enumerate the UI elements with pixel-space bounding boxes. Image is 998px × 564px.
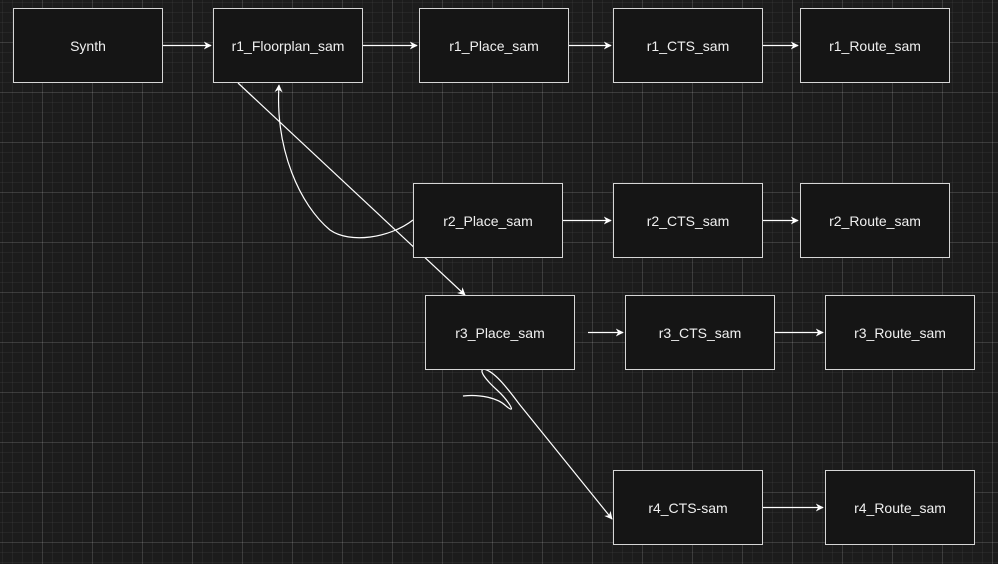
node-r3-route[interactable]: r3_Route_sam <box>825 295 975 370</box>
node-label: Synth <box>70 37 106 54</box>
node-label: r1_Floorplan_sam <box>231 37 345 54</box>
edge-r2-place-to-r1-floorplan[interactable] <box>274 84 414 239</box>
node-r2-route[interactable]: r2_Route_sam <box>800 183 950 258</box>
node-label: r2_Place_sam <box>443 212 533 229</box>
node-label: r2_Route_sam <box>829 212 921 229</box>
node-r4-route[interactable]: r4_Route_sam <box>825 470 975 545</box>
node-label: r3_Route_sam <box>854 324 946 341</box>
node-r3-cts[interactable]: r3_CTS_sam <box>625 295 775 370</box>
node-label: r4_Route_sam <box>854 499 946 516</box>
node-label: r1_Route_sam <box>829 37 921 54</box>
node-synth[interactable]: Synth <box>13 8 163 83</box>
node-label: r4_CTS-sam <box>648 499 728 516</box>
node-r1-cts[interactable]: r1_CTS_sam <box>613 8 763 83</box>
node-label: r1_CTS_sam <box>646 37 730 54</box>
node-r1-place[interactable]: r1_Place_sam <box>419 8 569 83</box>
node-r4-cts[interactable]: r4_CTS-sam <box>613 470 763 545</box>
node-r1-route[interactable]: r1_Route_sam <box>800 8 950 83</box>
node-label: r1_Place_sam <box>449 37 539 54</box>
node-r2-cts[interactable]: r2_CTS_sam <box>613 183 763 258</box>
edge-r3-place-to-r4-cts[interactable] <box>462 368 613 520</box>
node-label: r3_Place_sam <box>455 324 545 341</box>
node-label: r2_CTS_sam <box>646 212 730 229</box>
node-r3-place[interactable]: r3_Place_sam <box>425 295 575 370</box>
node-r1-floorplan[interactable]: r1_Floorplan_sam <box>213 8 363 83</box>
node-label: r3_CTS_sam <box>658 324 742 341</box>
node-r2-place[interactable]: r2_Place_sam <box>413 183 563 258</box>
